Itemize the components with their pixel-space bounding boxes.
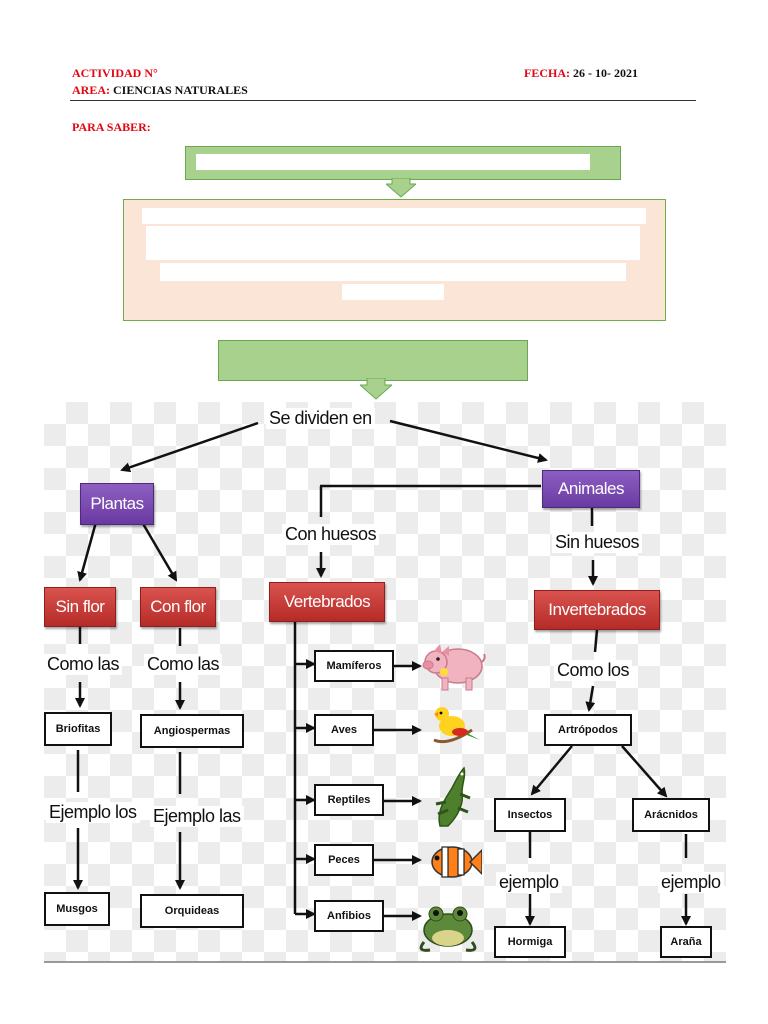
area-line: AREA: CIENCIAS NATURALES — [72, 83, 248, 98]
aracnidos-box: Arácnidos — [632, 798, 710, 832]
definition-box — [123, 199, 666, 321]
fecha-line: FECHA: 26 - 10- 2021 — [524, 66, 638, 81]
vertebrados-node: Vertebrados — [269, 582, 385, 622]
bird-icon — [433, 707, 480, 744]
insectos-box: Insectos — [494, 798, 566, 832]
fecha-label: FECHA: — [524, 66, 570, 80]
mamiferos-box: Mamíferos — [314, 650, 394, 682]
area-value: CIENCIAS NATURALES — [113, 83, 248, 97]
ejemplo-las-label: Ejemplo las — [150, 806, 244, 827]
diagram-bottom-border — [44, 961, 726, 963]
area-label: AREA: — [72, 83, 110, 97]
angiospermas-box: Angiospermas — [140, 714, 244, 748]
frog-icon — [419, 906, 477, 952]
ejemplo-label-2: ejemplo — [658, 872, 724, 893]
hormiga-box: Hormiga — [494, 926, 566, 958]
actividad-line: ACTIVIDAD N° — [72, 66, 158, 81]
invertebrados-node: Invertebrados — [534, 590, 660, 630]
orquideas-box: Orquideas — [140, 894, 244, 928]
ejemplo-los-label: Ejemplo los — [46, 802, 140, 823]
animales-node: Animales — [542, 470, 640, 508]
reptiles-box: Reptiles — [314, 784, 384, 816]
como-los-label: Como los — [554, 660, 633, 681]
title-box — [185, 146, 621, 180]
peces-box: Peces — [314, 844, 374, 876]
subtitle-box — [218, 340, 528, 381]
title-blank — [196, 154, 590, 170]
para-saber-label: PARA SABER: — [72, 120, 151, 134]
arana-box: Araña — [660, 926, 712, 958]
musgos-box: Musgos — [44, 892, 110, 926]
concept-map: Se dividen en Plantas Animales Sin flor … — [44, 402, 726, 962]
aves-box: Aves — [314, 714, 374, 746]
artropodos-box: Artrópodos — [544, 714, 632, 746]
anfibios-box: Anfibios — [314, 900, 384, 932]
actividad-label: ACTIVIDAD N° — [72, 66, 158, 80]
crocodile-icon — [435, 766, 471, 827]
fish-icon — [431, 846, 482, 878]
con-flor-node: Con flor — [140, 587, 216, 627]
header-rule — [70, 100, 696, 101]
down-arrow-icon — [386, 178, 416, 198]
ejemplo-label-1: ejemplo — [496, 872, 562, 893]
como-las-label-1: Como las — [44, 654, 123, 675]
con-huesos-label: Con huesos — [282, 524, 380, 545]
connector-lines — [73, 419, 691, 926]
root-label: Se dividen en — [266, 408, 375, 429]
sin-flor-node: Sin flor — [44, 587, 116, 627]
briofitas-box: Briofitas — [44, 712, 112, 746]
pig-icon — [422, 644, 486, 691]
como-las-label-2: Como las — [144, 654, 223, 675]
sin-huesos-label: Sin huesos — [552, 532, 643, 553]
plantas-node: Plantas — [80, 483, 154, 525]
down-arrow-icon-2 — [360, 378, 392, 400]
fecha-value: 26 - 10- 2021 — [573, 66, 638, 80]
